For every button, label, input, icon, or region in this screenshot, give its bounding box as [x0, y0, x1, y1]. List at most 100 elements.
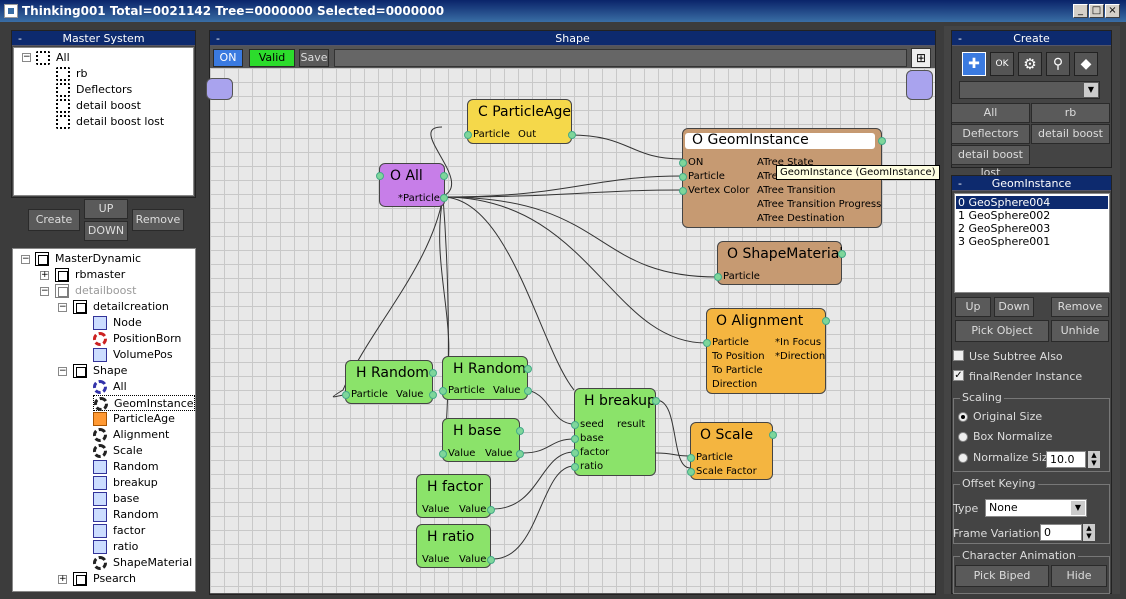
output-port[interactable]: [440, 172, 448, 180]
create-deflectors-button[interactable]: Deflectors: [951, 124, 1030, 144]
tree-item-particleage[interactable]: ParticleAge: [93, 411, 175, 427]
add-node-icon[interactable]: ✚: [962, 52, 986, 76]
input-port[interactable]: [679, 173, 687, 181]
input-port[interactable]: [703, 339, 711, 347]
tree-item-factor[interactable]: factor: [93, 523, 145, 539]
create-button[interactable]: Create: [28, 209, 80, 231]
tree-item-alignment[interactable]: Alignment: [93, 427, 169, 443]
output-port[interactable]: [769, 431, 777, 439]
collapse-icon[interactable]: −: [21, 254, 30, 264]
tree-item-shape[interactable]: Shape: [73, 363, 127, 379]
expand-icon[interactable]: +: [40, 270, 49, 280]
normalize-size-radio[interactable]: [958, 453, 968, 463]
node-canvas[interactable]: C ParticleAge Particle Out O GeomInstanc…: [206, 68, 940, 593]
tree-item-detail-boost-lost[interactable]: detail boost lost: [56, 114, 164, 130]
tree-item-random[interactable]: Random: [93, 459, 159, 475]
tree-item-breakup[interactable]: breakup: [93, 475, 158, 491]
canvas-output-port[interactable]: [906, 70, 933, 100]
output-port[interactable]: [838, 250, 846, 258]
tree-item-base[interactable]: base: [93, 491, 139, 507]
down-button[interactable]: Down: [994, 297, 1034, 317]
frame-variation-field[interactable]: 0: [1040, 524, 1082, 541]
tree-item-volumepos[interactable]: VolumePos: [93, 347, 173, 363]
create-all-button[interactable]: All: [951, 103, 1030, 123]
tree-item-psearch[interactable]: Psearch: [73, 571, 136, 587]
tree-item-ratio[interactable]: ratio: [93, 539, 138, 555]
output-port[interactable]: [822, 317, 830, 325]
canvas-input-port[interactable]: [206, 78, 233, 100]
final-render-checkbox[interactable]: ✓: [953, 370, 964, 381]
create-dropdown[interactable]: ▼: [959, 81, 1100, 99]
maximize-button[interactable]: □: [1089, 4, 1104, 18]
collapse-icon[interactable]: −: [58, 302, 67, 312]
tree-item-detailcreation[interactable]: detailcreation: [73, 299, 169, 315]
tree-item-masterdynamic[interactable]: MasterDynamic: [35, 251, 141, 267]
tree-item-scale[interactable]: Scale: [93, 443, 143, 459]
input-port[interactable]: [714, 273, 722, 281]
tree-item-rb[interactable]: rb: [56, 66, 88, 82]
pick-biped-button[interactable]: Pick Biped: [955, 565, 1049, 587]
tree-item-detailboost[interactable]: detailboost: [55, 283, 136, 299]
up-button[interactable]: UP: [84, 199, 128, 219]
output-port[interactable]: [487, 506, 495, 514]
input-port[interactable]: [376, 172, 384, 180]
input-port[interactable]: [439, 450, 447, 458]
output-port[interactable]: [440, 194, 448, 202]
input-port[interactable]: [679, 159, 687, 167]
node-alignment[interactable]: O Alignment Particle To Position To Part…: [703, 308, 830, 394]
output-port[interactable]: [429, 369, 437, 377]
output-port[interactable]: [524, 365, 532, 373]
input-port[interactable]: [439, 387, 447, 395]
input-port[interactable]: [679, 187, 687, 195]
box-normalize-radio[interactable]: [958, 432, 968, 442]
output-port[interactable]: [429, 391, 437, 399]
tree-item-detail-boost[interactable]: detail boost: [56, 98, 141, 114]
input-port[interactable]: [687, 454, 695, 462]
list-item[interactable]: 2 GeoSphere003: [958, 222, 1051, 235]
type-select[interactable]: None ▼: [985, 499, 1087, 517]
unhide-button[interactable]: Unhide: [1051, 320, 1109, 342]
ok-operator-icon[interactable]: OK: [990, 52, 1014, 76]
input-port[interactable]: [571, 435, 579, 443]
output-port[interactable]: [652, 397, 660, 405]
pick-object-button[interactable]: Pick Object: [955, 320, 1049, 342]
minimize-button[interactable]: _: [1073, 4, 1088, 18]
list-item[interactable]: 3 GeoSphere001: [958, 235, 1051, 248]
node-factor[interactable]: H factor Value Value: [416, 474, 495, 518]
valid-indicator[interactable]: Valid: [249, 49, 295, 67]
tree-item-shapematerial[interactable]: ShapeMaterial: [93, 555, 192, 571]
node-breakup[interactable]: H breakup seed base factor ratio result: [571, 388, 660, 476]
tree-item-positionborn[interactable]: PositionBorn: [93, 331, 181, 347]
input-port[interactable]: [571, 463, 579, 471]
list-item[interactable]: 1 GeoSphere002: [958, 209, 1051, 222]
tree-item-deflectors[interactable]: Deflectors: [56, 82, 132, 98]
node-base[interactable]: H base Value Value: [439, 418, 524, 462]
output-port[interactable]: [516, 450, 524, 458]
save-button[interactable]: Save: [299, 49, 329, 67]
tree-item-node[interactable]: Node: [93, 315, 142, 331]
chevron-down-icon[interactable]: ▼: [1084, 83, 1098, 97]
node-random-2[interactable]: H Random Particle Value: [439, 356, 532, 400]
node-ratio[interactable]: H ratio Value Value: [416, 524, 495, 568]
tree-item-geominstance[interactable]: GeomInstance: [93, 395, 195, 411]
layout-icon[interactable]: ⊞: [911, 48, 931, 68]
tree-item-rbmaster[interactable]: rbmaster: [55, 267, 125, 283]
output-port[interactable]: [487, 556, 495, 564]
output-port[interactable]: [516, 427, 524, 435]
geom-instance-list[interactable]: 0 GeoSphere004 1 GeoSphere002 2 GeoSpher…: [954, 193, 1110, 293]
collapse-icon[interactable]: −: [58, 366, 67, 376]
toolbar-field[interactable]: [334, 49, 907, 67]
use-subtree-checkbox[interactable]: [953, 350, 964, 361]
input-port[interactable]: [571, 421, 579, 429]
close-button[interactable]: ×: [1105, 4, 1120, 18]
spinner-icon[interactable]: ▲▼: [1088, 451, 1100, 468]
output-port[interactable]: [568, 131, 576, 139]
collapse-icon[interactable]: −: [22, 52, 31, 62]
on-toggle[interactable]: ON: [213, 49, 243, 67]
list-item[interactable]: 0 GeoSphere004: [956, 196, 1108, 209]
input-port[interactable]: [687, 468, 695, 476]
down-button[interactable]: DOWN: [84, 221, 128, 241]
original-size-radio[interactable]: [958, 412, 968, 422]
chevron-down-icon[interactable]: ▼: [1071, 501, 1085, 515]
node-random-1[interactable]: H Random Particle Value: [342, 360, 437, 404]
